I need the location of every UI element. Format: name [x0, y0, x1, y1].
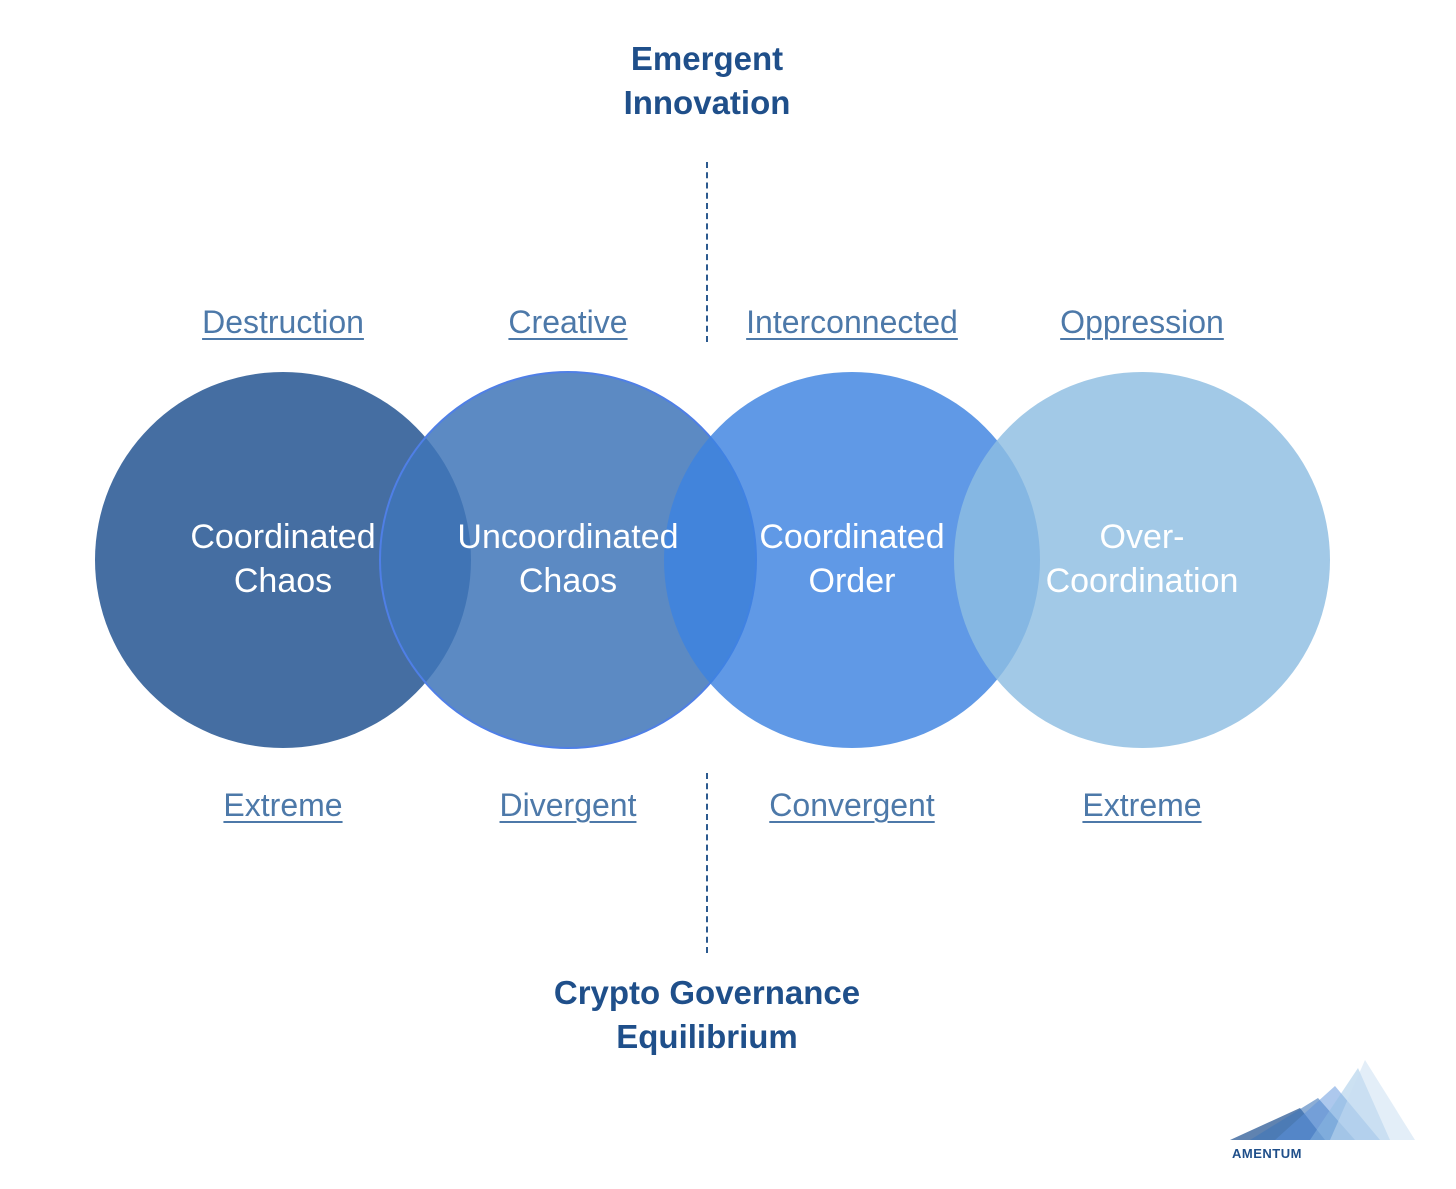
bottom-label-convergent: Convergent: [769, 787, 935, 823]
amentum-logo-icon: [1230, 1060, 1415, 1140]
circle-coordinated-chaos: [95, 372, 471, 748]
top-label-creative: Creative: [508, 304, 628, 340]
top-title-line2: Innovation: [623, 84, 791, 121]
bottom-title: Crypto Governance Equilibrium: [0, 971, 1414, 1059]
circle-2-line1: Uncoordinated: [457, 518, 679, 556]
circle-1-line1: Coordinated: [190, 518, 376, 556]
circle-1-line2: Chaos: [233, 562, 333, 600]
circle-3-line1: Coordinated: [759, 518, 945, 556]
top-label-destruction: Destruction: [202, 304, 364, 340]
bottom-title-line1: Crypto Governance: [553, 974, 861, 1011]
circle-3-line2: Order: [808, 562, 896, 600]
bottom-dashed-divider: [706, 773, 708, 953]
circle-label-over-coordination: Over- Coordination: [982, 515, 1302, 603]
bottom-label-extreme-left: Extreme: [223, 787, 343, 823]
circle-4-line2: Coordination: [1045, 562, 1239, 600]
top-title: Emergent Innovation: [0, 37, 1414, 125]
circle-coordinated-order: [664, 372, 1040, 748]
top-title-line1: Emergent: [630, 40, 784, 77]
top-label-oppression: Oppression: [1060, 304, 1224, 340]
circle-label-coordinated-order: Coordinated Order: [692, 515, 1012, 603]
top-dashed-divider: [706, 162, 708, 342]
circle-2-line2: Chaos: [518, 562, 618, 600]
top-label-interconnected: Interconnected: [746, 304, 958, 340]
bottom-label-extreme-right: Extreme: [1082, 787, 1202, 823]
circle-over-coordination: [954, 372, 1330, 748]
bottom-title-line2: Equilibrium: [616, 1018, 798, 1055]
circle-4-line1: Over-: [1099, 518, 1185, 556]
circle-label-coordinated-chaos: Coordinated Chaos: [123, 515, 443, 603]
amentum-logo-text: AMENTUM: [1232, 1146, 1302, 1161]
bottom-label-divergent: Divergent: [499, 787, 637, 823]
circle-label-uncoordinated-chaos: Uncoordinated Chaos: [408, 515, 728, 603]
